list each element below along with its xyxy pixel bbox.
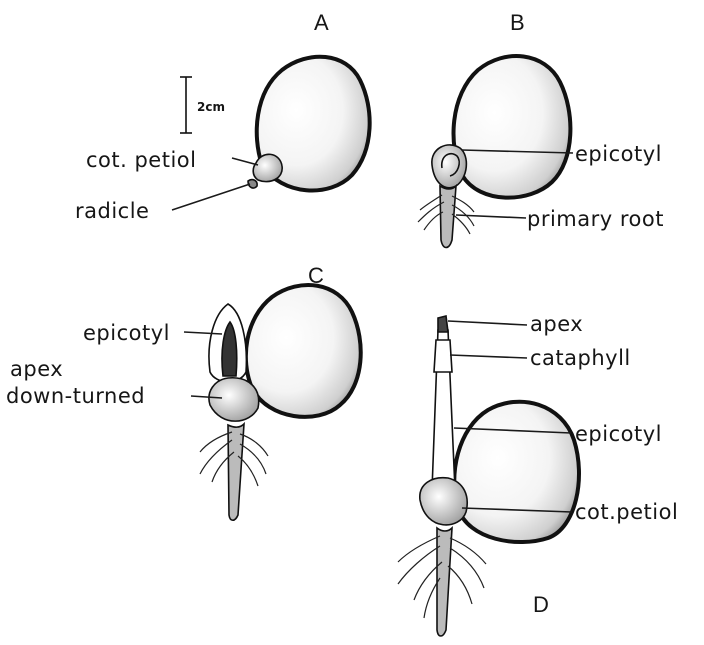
leader-d-cataphyll	[450, 355, 527, 358]
scale-bar: 2cm	[180, 77, 225, 133]
leader-a-cot-petiol	[232, 158, 258, 165]
leader-d-apex	[448, 321, 527, 325]
panel-label-b: B	[510, 10, 525, 35]
leader-a-radicle	[172, 184, 250, 210]
scale-bar-label: 2cm	[197, 100, 225, 114]
seedling-c	[200, 285, 361, 520]
label-d-epicotyl: epicotyl	[575, 422, 662, 446]
label-c-apex: apex	[10, 357, 63, 381]
label-c-down-turned: down-turned	[6, 384, 145, 408]
label-d-cot-petiol: cot.petiol	[575, 500, 678, 524]
label-d-apex: apex	[530, 312, 583, 336]
label-a-cot-petiol: cot. petiol	[86, 148, 196, 172]
label-a-radicle: radicle	[75, 199, 149, 223]
panel-label-a: A	[314, 10, 329, 35]
seed-a	[248, 57, 370, 191]
label-b-primary-root: primary root	[527, 207, 664, 231]
panel-label-d: D	[533, 592, 549, 617]
label-d-cataphyll: cataphyll	[530, 346, 631, 370]
leader-b-primary-root	[456, 215, 526, 218]
label-b-epicotyl: epicotyl	[575, 142, 662, 166]
label-c-epicotyl: epicotyl	[83, 321, 170, 345]
